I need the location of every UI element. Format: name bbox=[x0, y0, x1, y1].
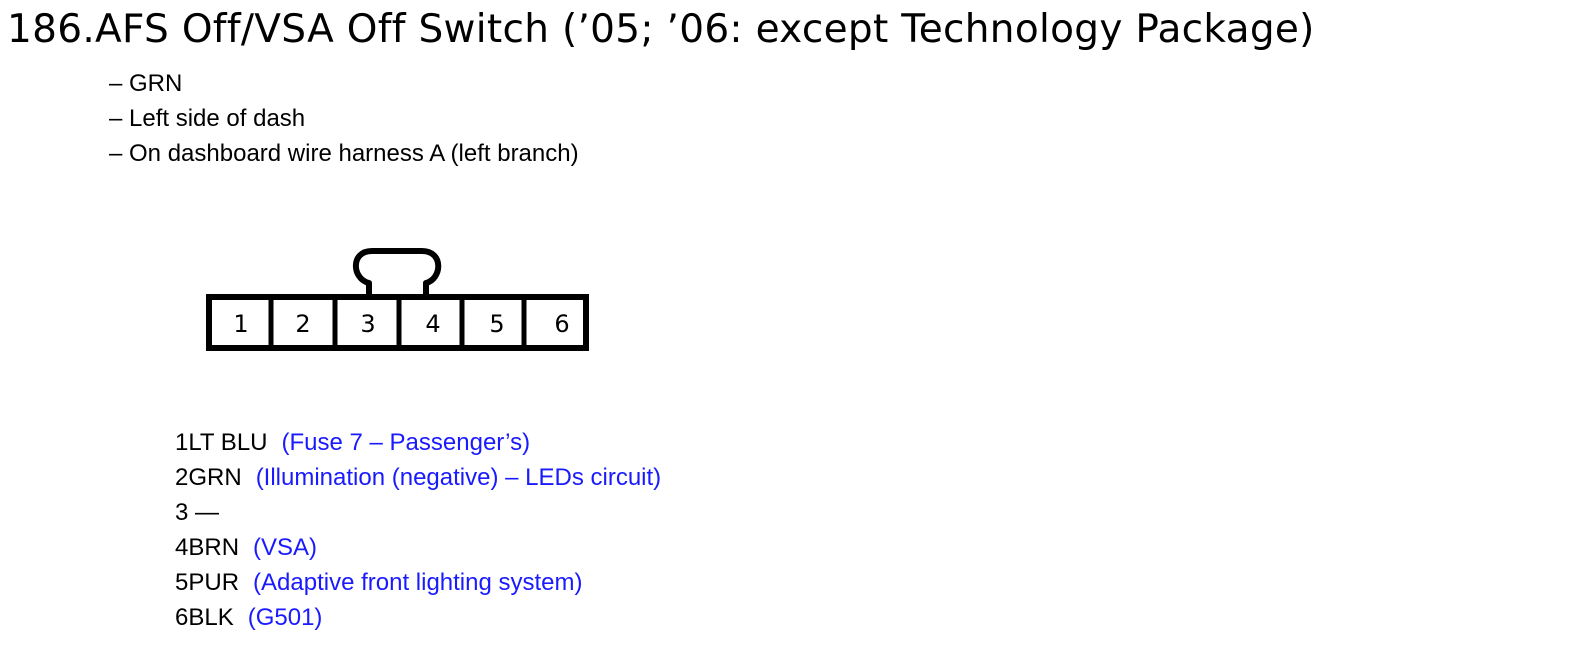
pin-row: 4BRN (VSA) bbox=[175, 530, 661, 565]
wire-code: 4BRN bbox=[175, 534, 240, 561]
detail-harness: – On dashboard wire harness A (left bran… bbox=[109, 140, 579, 167]
wire-code: 1LT BLU bbox=[175, 429, 268, 456]
wire-code: 3 — bbox=[175, 499, 220, 526]
connector-diagram: 1 2 3 4 5 6 bbox=[206, 248, 589, 351]
wire-code: 6BLK bbox=[175, 604, 234, 631]
connector-lock-tab bbox=[353, 248, 442, 297]
page-title: 186.AFS Off/VSA Off Switch (’05; ’06: ex… bbox=[7, 7, 1315, 52]
pin-row: 6BLK (G501) bbox=[175, 600, 661, 635]
pin-number-6: 6 bbox=[554, 310, 569, 338]
circuit-link[interactable]: (Illumination (negative) – LEDs circuit) bbox=[255, 464, 662, 491]
wire-code: 5PUR bbox=[175, 569, 240, 596]
pin-row: 2GRN (Illumination (negative) – LEDs circ… bbox=[175, 460, 661, 495]
detail-location: – Left side of dash bbox=[109, 105, 306, 132]
pin-row: 5PUR (Adaptive front lighting system) bbox=[175, 565, 661, 600]
circuit-link[interactable]: (Fuse 7 – Passenger’s) bbox=[281, 429, 531, 456]
wire-code: 2GRN bbox=[175, 464, 242, 491]
pin-number-4: 4 bbox=[425, 310, 440, 338]
pin-row: 1LT BLU (Fuse 7 – Passenger’s) bbox=[175, 425, 661, 460]
pin-wiring-list: 1LT BLU (Fuse 7 – Passenger’s) 2GRN (Illum… bbox=[175, 425, 661, 635]
pin-number-5: 5 bbox=[489, 310, 504, 338]
pin-number-2: 2 bbox=[295, 310, 310, 338]
pin-number-3: 3 bbox=[360, 310, 375, 338]
pin-row: 3 — bbox=[175, 495, 661, 530]
circuit-link[interactable]: (G501) bbox=[247, 604, 323, 631]
pin-number-1: 1 bbox=[233, 310, 248, 338]
connector-details: – GRN – Left side of dash – On dashboard… bbox=[109, 66, 579, 171]
circuit-link[interactable]: (Adaptive front lighting system) bbox=[253, 569, 583, 596]
detail-color: – GRN bbox=[109, 70, 183, 97]
circuit-link[interactable]: (VSA) bbox=[253, 534, 318, 561]
